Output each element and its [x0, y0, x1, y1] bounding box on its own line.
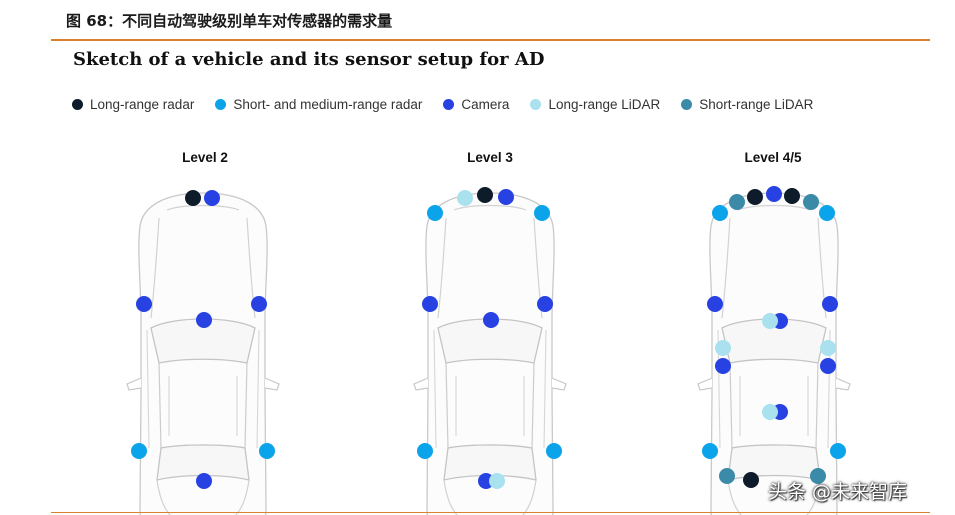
long-range-lidar-dot	[820, 340, 836, 356]
short-range-lidar-dot	[803, 194, 819, 210]
camera-dot	[822, 296, 838, 312]
long-range-radar-dot	[784, 188, 800, 204]
legend-label: Short- and medium-range radar	[233, 96, 423, 112]
short-medium-radar-dot	[546, 443, 562, 459]
long-range-lidar-dot	[762, 404, 778, 420]
sensors-level-2	[131, 190, 275, 489]
sensors-level-4-5	[702, 186, 846, 488]
short-medium-radar-dot	[131, 443, 147, 459]
camera-dot	[422, 296, 438, 312]
level-3-label: Level 3	[467, 150, 513, 165]
long-range-lidar-dot	[457, 190, 473, 206]
bottom-divider	[51, 512, 930, 513]
sketch-title: Sketch of a vehicle and its sensor setup…	[73, 49, 545, 70]
camera-dot	[196, 473, 212, 489]
legend-dot-camera	[443, 98, 455, 110]
top-divider	[51, 39, 930, 41]
short-range-lidar-dot	[729, 194, 745, 210]
legend-item-long-range-radar: Long-range radar	[72, 97, 194, 112]
camera-dot	[820, 358, 836, 374]
camera-dot	[251, 296, 267, 312]
camera-dot	[707, 296, 723, 312]
legend-dot-long-range-lidar	[530, 98, 542, 110]
long-range-radar-dot	[747, 189, 763, 205]
short-medium-radar-dot	[259, 443, 275, 459]
long-range-lidar-dot	[489, 473, 505, 489]
legend-item-camera: Camera	[443, 97, 509, 112]
legend-item-long-range-lidar: Long-range LiDAR	[530, 97, 660, 112]
short-range-lidar-dot	[810, 468, 826, 484]
car-level-3	[413, 192, 567, 515]
legend-label: Long-range radar	[90, 96, 195, 112]
long-range-radar-dot	[477, 187, 493, 203]
figure-title: 图 68：不同自动驾驶级别单车对传感器的需求量	[66, 12, 393, 30]
legend-label: Long-range LiDAR	[548, 96, 661, 112]
long-range-lidar-dot	[762, 313, 778, 329]
long-range-radar-dot	[743, 472, 759, 488]
short-medium-radar-dot	[702, 443, 718, 459]
legend-item-short-range-lidar: Short-range LiDAR	[681, 97, 813, 112]
long-range-radar-dot	[185, 190, 201, 206]
legend-label: Camera	[461, 96, 510, 112]
short-medium-radar-dot	[830, 443, 846, 459]
short-medium-radar-dot	[427, 205, 443, 221]
camera-dot	[766, 186, 782, 202]
camera-dot	[715, 358, 731, 374]
camera-dot	[204, 190, 220, 206]
camera-dot	[498, 189, 514, 205]
legend-dot-short-range-lidar	[681, 98, 693, 110]
sensors-level-3	[417, 187, 562, 489]
short-medium-radar-dot	[712, 205, 728, 221]
short-medium-radar-dot	[534, 205, 550, 221]
camera-dot	[136, 296, 152, 312]
legend-dot-long-range-radar	[72, 98, 83, 110]
camera-dot	[537, 296, 553, 312]
short-range-lidar-dot	[719, 468, 735, 484]
sensor-legend: Long-range radar Short- and medium-range…	[72, 95, 834, 113]
watermark-text: 头条 @未来智库	[768, 481, 908, 503]
legend-dot-short-medium-radar	[215, 98, 227, 110]
camera-dot	[478, 473, 494, 489]
car-level-2	[126, 192, 280, 515]
short-medium-radar-dot	[417, 443, 433, 459]
level-2-label: Level 2	[182, 150, 228, 165]
camera-dot	[196, 312, 212, 328]
legend-label: Short-range LiDAR	[699, 96, 814, 112]
legend-item-short-medium-radar: Short- and medium-range radar	[215, 97, 422, 112]
long-range-lidar-dot	[715, 340, 731, 356]
short-medium-radar-dot	[819, 205, 835, 221]
level-4-5-label: Level 4/5	[744, 150, 802, 165]
camera-dot	[483, 312, 499, 328]
